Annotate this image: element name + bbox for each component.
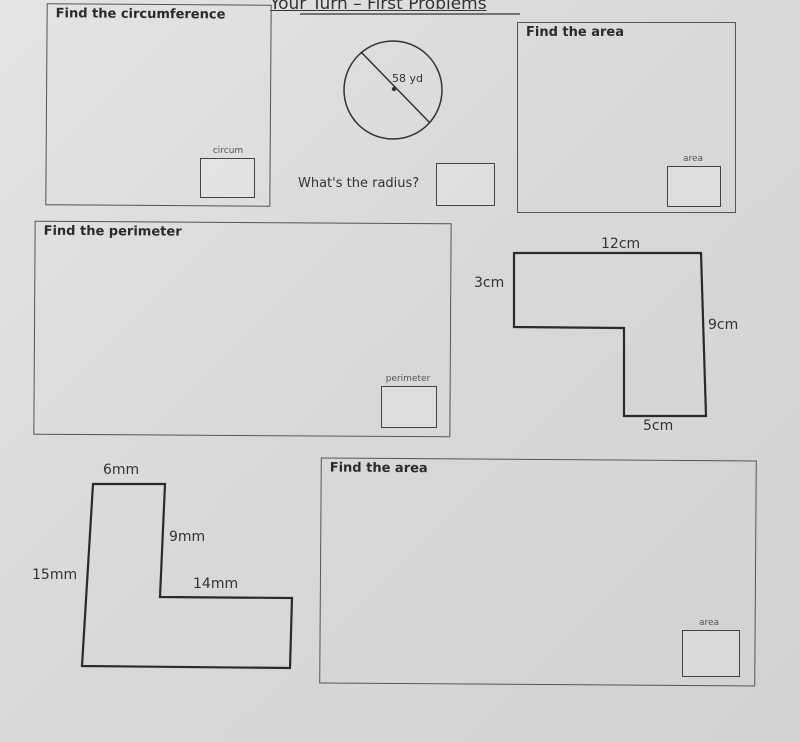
radius-answer-box[interactable] <box>436 163 495 206</box>
mm-inner-horizontal-label: 14mm <box>193 576 239 592</box>
page-title: Your Turn – First Problems <box>270 0 487 14</box>
radius-question: What's the radius? <box>298 176 420 191</box>
center-point <box>391 86 397 92</box>
mm-top-label: 6mm <box>103 462 140 478</box>
circle-figure <box>343 40 443 140</box>
mm-inner-vertical-label: 9mm <box>169 529 206 545</box>
perimeter-answer-label: perimeter <box>385 374 431 384</box>
cm-top-label: 12cm <box>601 236 641 252</box>
cm-right-label: 9cm <box>708 317 739 333</box>
area-panel-top: Find the area <box>517 22 736 213</box>
cm-left-label: 3cm <box>474 275 505 291</box>
area-bottom-answer-box[interactable] <box>682 630 740 677</box>
circumference-answer-label: circum <box>212 146 244 156</box>
area-bottom-answer-label: area <box>698 618 720 628</box>
diameter-label: 58 yd <box>392 72 423 85</box>
l-shape-mm <box>80 482 294 670</box>
circumference-answer-box[interactable] <box>200 158 255 198</box>
perimeter-answer-box[interactable] <box>381 386 437 428</box>
mm-left-label: 15mm <box>32 567 78 583</box>
cm-bottom-label: 5cm <box>643 418 674 434</box>
l-shape-cm <box>512 251 708 418</box>
area-top-answer-box[interactable] <box>667 166 721 207</box>
area-top-answer-label: area <box>682 154 704 164</box>
area-top-title: Find the area <box>526 25 625 40</box>
